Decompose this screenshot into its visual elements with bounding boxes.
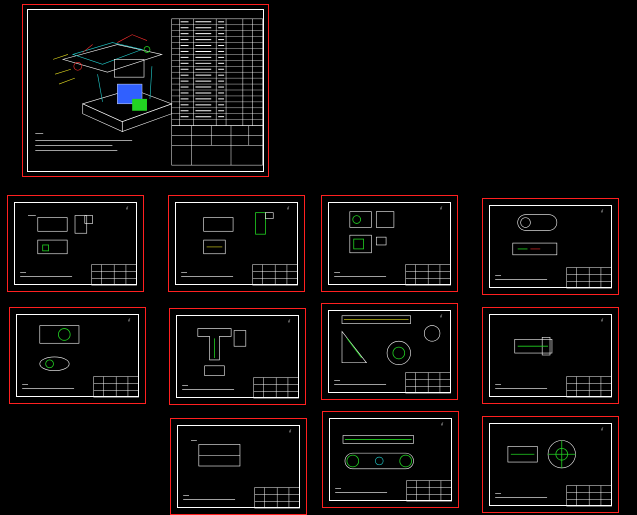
sheet-frame	[328, 310, 451, 393]
part-drawing-4: √	[495, 209, 612, 289]
sheet-part-5[interactable]: √	[9, 307, 146, 404]
svg-text:√: √	[288, 319, 291, 324]
svg-text:√: √	[601, 209, 604, 214]
sheet-frame	[489, 314, 612, 397]
svg-text:√: √	[440, 314, 443, 319]
svg-text:√: √	[601, 427, 604, 432]
sheet-frame	[175, 202, 298, 285]
part-drawing-6: √	[182, 319, 299, 399]
sheet-frame	[27, 9, 264, 172]
svg-text:√: √	[126, 206, 129, 211]
sheet-part-11[interactable]: √	[482, 416, 619, 513]
part-drawing-9: √	[183, 429, 300, 509]
svg-text:√: √	[601, 318, 604, 323]
part-drawing-8: √	[495, 318, 612, 398]
sheet-part-1[interactable]: √	[7, 195, 144, 292]
sheet-part-10[interactable]: √	[322, 411, 459, 508]
sheet-frame	[328, 202, 451, 285]
svg-text:√: √	[128, 318, 131, 323]
sheet-part-8[interactable]: √	[482, 307, 619, 404]
part-drawing-1: √	[27, 206, 129, 255]
sheet-frame	[329, 418, 452, 501]
part-drawing-5: √	[22, 318, 139, 398]
part-drawing-7: √	[334, 314, 451, 394]
sheet-part-3[interactable]: √	[321, 195, 458, 292]
sheet-frame	[176, 315, 299, 398]
sheet-frame	[16, 314, 139, 397]
sheet-part-2[interactable]: √	[168, 195, 305, 292]
svg-text:√: √	[440, 206, 443, 211]
part-drawing-2: √	[181, 206, 298, 286]
sheet-part-4[interactable]: √	[482, 198, 619, 295]
svg-text:√: √	[289, 429, 292, 434]
assembly-drawing	[35, 18, 263, 166]
sheet-part-7[interactable]: √	[321, 303, 458, 400]
part-drawing-3: √	[334, 206, 451, 286]
title-block	[20, 264, 137, 286]
svg-text:√: √	[287, 206, 290, 211]
svg-text:√: √	[441, 422, 444, 427]
part-drawing-11: √	[495, 427, 612, 507]
sheet-part-9[interactable]: √	[170, 418, 307, 515]
part-drawing-10: √	[335, 422, 452, 502]
sheet-part-6[interactable]: √	[169, 308, 306, 405]
sheet-frame	[14, 202, 137, 285]
sheet-frame	[489, 205, 612, 288]
sheet-assembly[interactable]	[22, 4, 269, 177]
